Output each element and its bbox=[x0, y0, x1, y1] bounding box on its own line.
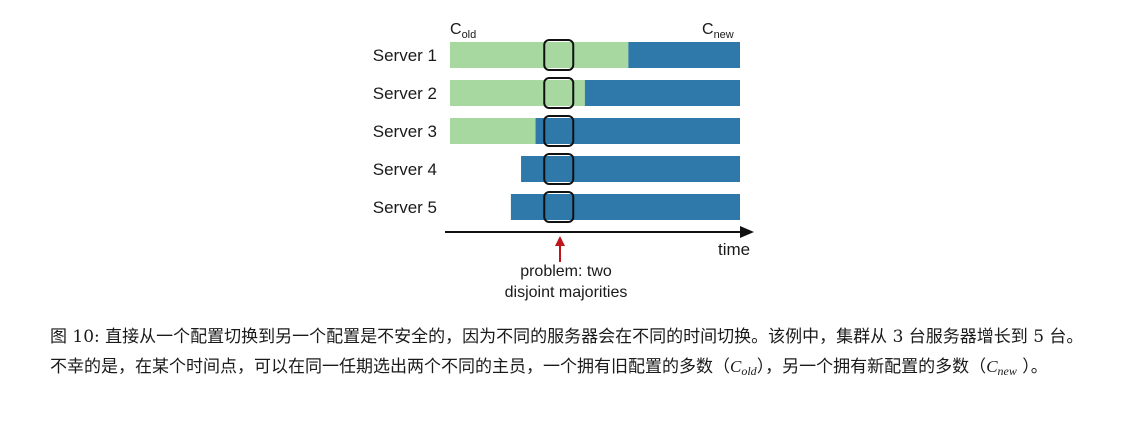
problem-windows bbox=[543, 39, 575, 223]
problem-window-server-2 bbox=[543, 77, 575, 109]
raft-config-change-diagram: Server 1 Server 2 Server 3 Server 4 Server 5… bbox=[373, 21, 754, 301]
caption-c-old: Cold bbox=[730, 357, 757, 378]
server-3-old-config-bar bbox=[450, 118, 536, 144]
server-label-2: Server 2 bbox=[373, 84, 437, 103]
problem-arrow-head bbox=[555, 236, 565, 246]
server-2-old-config-bar bbox=[450, 80, 585, 106]
problem-label-line-2: disjoint majorities bbox=[505, 284, 628, 301]
caption-c-new: Cnew bbox=[986, 357, 1017, 378]
server-label-3: Server 3 bbox=[373, 122, 437, 141]
problem-window-server-1 bbox=[543, 39, 575, 71]
caption-text-tail: ）。 bbox=[1016, 357, 1048, 377]
time-axis-arrowhead bbox=[740, 226, 754, 238]
server-1-old-config-bar bbox=[450, 42, 629, 68]
problem-label-line-1: problem: two bbox=[520, 263, 612, 280]
server-label-4: Server 4 bbox=[373, 160, 437, 179]
problem-window-server-5 bbox=[543, 191, 575, 223]
caption-text-lead: 图 10: 直接从一个配置切换到另一个配置是不安全的，因为不同的服务器会在不同的… bbox=[50, 327, 1084, 377]
server-4-new-config-bar bbox=[521, 156, 740, 182]
server-labels: Server 1 Server 2 Server 3 Server 4 Server 5 bbox=[373, 46, 437, 217]
server-bars bbox=[450, 42, 740, 220]
problem-window-server-4 bbox=[543, 153, 575, 185]
server-5-new-config-bar bbox=[510, 194, 740, 220]
server-3-new-config-bar bbox=[535, 118, 740, 144]
server-label-5: Server 5 bbox=[373, 198, 437, 217]
server-label-1: Server 1 bbox=[373, 46, 437, 65]
server-1-new-config-bar bbox=[628, 42, 740, 68]
c-new-label: Cnew bbox=[702, 21, 734, 41]
time-axis-label: time bbox=[718, 240, 750, 259]
problem-window-server-3 bbox=[543, 115, 575, 147]
figure-caption: 图 10: 直接从一个配置切换到另一个配置是不安全的，因为不同的服务器会在不同的… bbox=[50, 322, 1100, 386]
caption-text-middle: ），另一个拥有新配置的多数（ bbox=[756, 357, 987, 377]
server-2-new-config-bar bbox=[584, 80, 740, 106]
c-old-label: Cold bbox=[450, 21, 476, 41]
